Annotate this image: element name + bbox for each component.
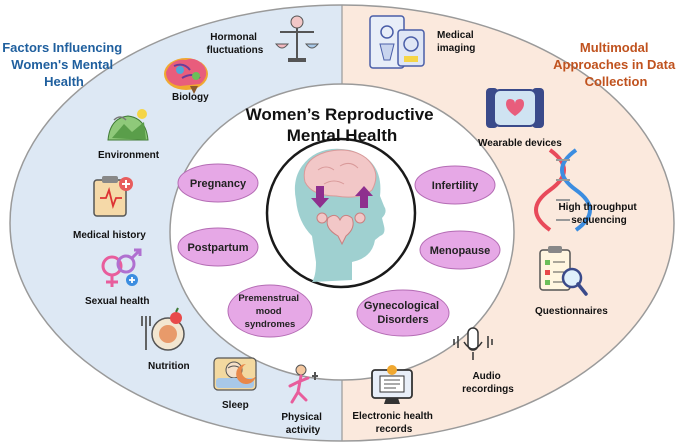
label-biology: Biology: [172, 92, 209, 103]
svg-text:Premenstrual mood: Premenstrual mood syndromes: [238, 293, 301, 330]
label-wearable-devices: Wearable devices: [478, 138, 562, 149]
medical-imaging-icon: [369, 15, 425, 69]
brain-icon: [303, 149, 377, 198]
uterus-icon: [326, 214, 354, 246]
microphone-icon: [453, 327, 493, 360]
svg-text:Gynecological Disorders: Gynecological Disorders: [364, 300, 442, 326]
label-physical-activity: Physical activity: [281, 412, 324, 436]
label-nutrition: Nutrition: [148, 361, 190, 372]
questionnaire-icon: [539, 246, 588, 296]
nutrition-icon: [141, 307, 185, 351]
smartwatch-icon: [486, 88, 544, 128]
label-hormonal: Hormonal fluctuations: [207, 32, 264, 56]
svg-text:Postpartum: Postpartum: [187, 242, 248, 254]
medical-history-icon: [93, 176, 133, 217]
svg-text:Pregnancy: Pregnancy: [190, 178, 247, 190]
condition-postpartum: Postpartum: [177, 227, 259, 267]
hormone-scale-icon: [274, 15, 320, 62]
condition-menopause: Menopause: [419, 230, 501, 270]
arrow-down-icon: [311, 186, 329, 208]
computer-monitor-icon: [371, 365, 413, 404]
environment-icon: [107, 109, 149, 141]
gender-symbols-icon: [101, 248, 142, 287]
svg-text:Menopause: Menopause: [430, 245, 491, 257]
physical-activity-icon: [288, 364, 318, 404]
dna-icon: [534, 148, 592, 232]
label-audio-recordings: Audio recordings: [462, 371, 514, 395]
label-ehr: Electronic health records: [352, 411, 435, 435]
label-sleep: Sleep: [222, 400, 249, 411]
condition-pregnancy: Pregnancy: [177, 163, 259, 203]
arrow-up-icon: [355, 186, 373, 208]
left-header: Factors Influencing Women's Mental Healt…: [2, 40, 126, 89]
label-medical-history: Medical history: [73, 230, 146, 241]
condition-gynecological: Gynecological Disorders: [356, 289, 450, 337]
right-header: Multimodal Approaches in Data Collection: [553, 40, 679, 89]
label-environment: Environment: [98, 150, 160, 161]
sleep-icon: [213, 357, 257, 391]
label-medical-imaging: Medical imaging: [437, 30, 476, 54]
condition-infertility: Infertility: [414, 165, 496, 205]
center-title: Women’s Reproductive Mental Health: [246, 105, 439, 145]
svg-text:Infertility: Infertility: [432, 180, 479, 192]
brain-icon: [164, 58, 208, 94]
label-sequencing: High throughput sequencing: [558, 202, 639, 226]
head-silhouette-icon: [294, 148, 386, 282]
condition-pms: Premenstrual mood syndromes: [227, 284, 313, 338]
label-questionnaires: Questionnaires: [535, 306, 608, 317]
label-sexual-health: Sexual health: [85, 296, 149, 307]
